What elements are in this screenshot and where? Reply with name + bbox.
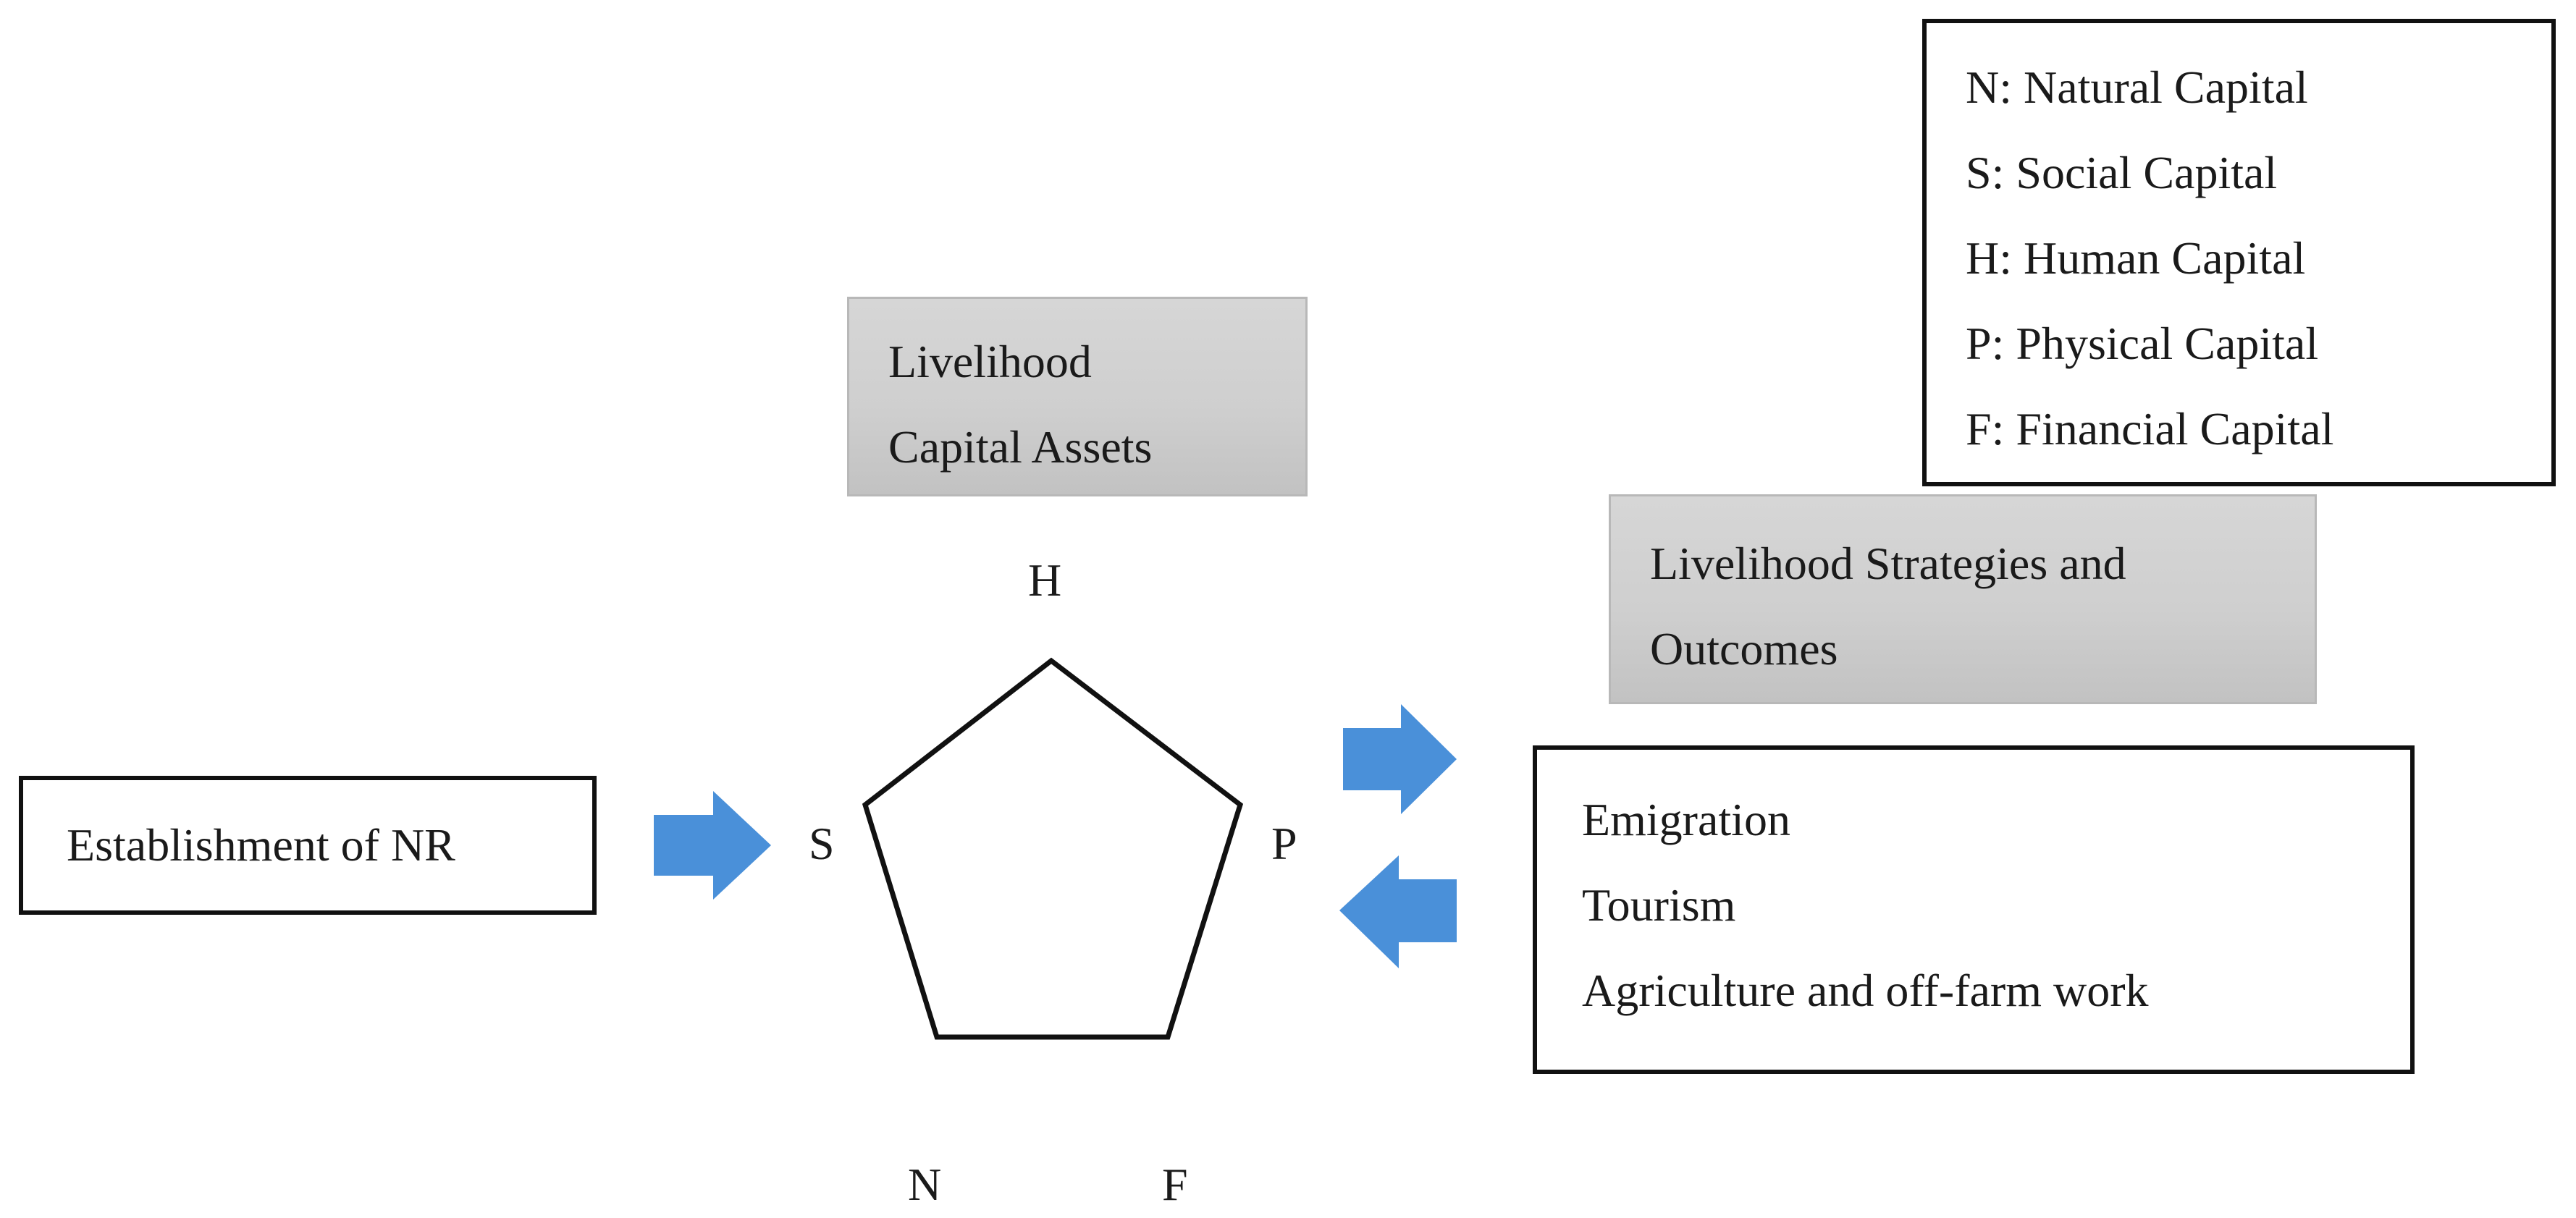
strategies-line2: Outcomes [1650, 623, 1838, 674]
capital-assets-box: Livelihood Capital Assets [847, 297, 1308, 496]
legend-item-physical: P: Physical Capital [1966, 318, 2319, 369]
legend-item-natural: N: Natural Capital [1966, 62, 2308, 113]
arrow-pentagon-to-outcomes [1343, 704, 1457, 814]
vertex-label-social: S [809, 818, 835, 869]
outcome-item-emigration: Emigration [1582, 794, 1790, 845]
livelihood-pentagon [862, 657, 1244, 1040]
vertex-label-human: H [1028, 554, 1062, 606]
arrow-outcomes-to-pentagon [1339, 855, 1457, 968]
vertex-label-financial: F [1162, 1159, 1188, 1210]
legend-item-social: S: Social Capital [1966, 147, 2278, 198]
legend-box: N: Natural Capital S: Social Capital H: … [1922, 19, 2556, 486]
outcome-item-agriculture: Agriculture and off-farm work [1582, 965, 2149, 1016]
strategies-outcomes-box: Livelihood Strategies and Outcomes [1609, 494, 2317, 704]
vertex-label-physical: P [1271, 818, 1297, 869]
capital-assets-line1: Livelihood [888, 336, 1092, 387]
outcome-item-tourism: Tourism [1582, 879, 1736, 931]
capital-assets-line2: Capital Assets [888, 421, 1153, 473]
legend-item-financial: F: Financial Capital [1966, 403, 2334, 454]
establishment-box: Establishment of NR [19, 776, 597, 915]
outcomes-list-box: Emigration Tourism Agriculture and off-f… [1533, 745, 2415, 1074]
establishment-label: Establishment of NR [67, 819, 455, 871]
strategies-line1: Livelihood Strategies and [1650, 538, 2126, 589]
legend-item-human: H: Human Capital [1966, 232, 2306, 284]
arrow-source-to-pentagon [654, 791, 771, 900]
vertex-label-natural: N [908, 1159, 942, 1210]
